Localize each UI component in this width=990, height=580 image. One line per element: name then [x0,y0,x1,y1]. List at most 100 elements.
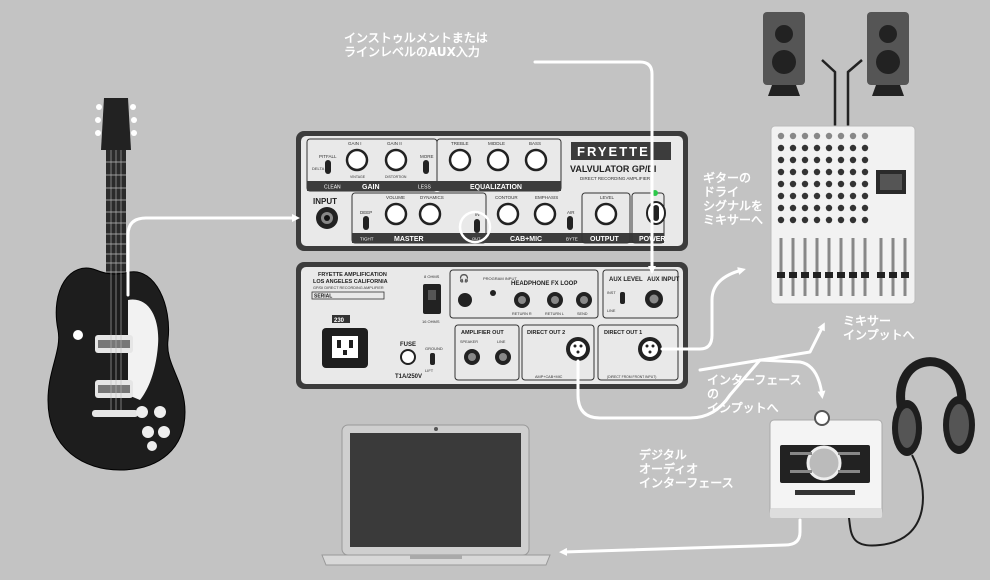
mixer-knob[interactable] [825,156,833,164]
deep-switch[interactable] [363,216,369,230]
label-amplifier-out: AMPLIFIER OUT [461,330,504,336]
mixer-knob[interactable] [813,192,821,200]
mixer-knob[interactable] [861,144,869,152]
mixer-knob[interactable] [837,144,845,152]
mixer-knob[interactable] [813,216,821,224]
mixer-knob[interactable] [777,156,785,164]
mixer-knob[interactable] [789,144,797,152]
mixer-knob[interactable] [789,168,797,176]
mixer-knob[interactable] [813,180,821,188]
dynamics-knob[interactable] [418,202,442,226]
mixer-knob[interactable] [861,132,869,140]
mixer-knob[interactable] [837,180,845,188]
more-switch[interactable] [423,160,429,174]
mixer-knob[interactable] [837,216,845,224]
aux-level-switch[interactable] [620,292,625,304]
label-treble: TREBLE [451,141,469,146]
output-level-knob[interactable] [594,202,618,226]
mixer-knob[interactable] [777,192,785,200]
mixer-fader[interactable] [825,272,833,278]
mixer-fader[interactable] [901,272,909,278]
mixer-knob[interactable] [861,216,869,224]
mixer-knob[interactable] [849,156,857,164]
mixer-knob[interactable] [789,180,797,188]
mixer-knob[interactable] [837,204,845,212]
mixer-fader-track [863,238,867,296]
mixer-knob[interactable] [861,168,869,176]
rear-brand-1: FRYETTE AMPLIFICATION [318,272,387,278]
contour-knob[interactable] [496,202,520,226]
mixer-knob[interactable] [861,192,869,200]
mixer-knob[interactable] [813,144,821,152]
mixer-knob[interactable] [789,216,797,224]
mixer-fader[interactable] [777,272,785,278]
mixer-knob[interactable] [801,216,809,224]
mixer-knob[interactable] [825,180,833,188]
mixer-knob[interactable] [801,132,809,140]
mixer-knob[interactable] [849,216,857,224]
mixer-knob[interactable] [777,180,785,188]
middle-knob[interactable] [486,148,510,172]
mixer-knob[interactable] [825,132,833,140]
mixer-fader[interactable] [889,272,897,278]
gain-i-knob[interactable] [345,148,369,172]
bass-knob[interactable] [524,148,548,172]
mixer-fader[interactable] [849,272,857,278]
mixer-knob[interactable] [849,180,857,188]
mixer-knob[interactable] [801,144,809,152]
mixer-knob[interactable] [813,156,821,164]
label-level: LEVEL [600,195,615,200]
mixer-knob[interactable] [777,144,785,152]
mixer-knob[interactable] [813,204,821,212]
mixer-knob[interactable] [801,168,809,176]
mixer-knob[interactable] [777,168,785,176]
mixer-knob[interactable] [813,168,821,176]
mixer-knob[interactable] [825,168,833,176]
mixer-knob[interactable] [861,156,869,164]
mixer-knob[interactable] [777,132,785,140]
mixer-knob[interactable] [777,216,785,224]
mixer-knob[interactable] [849,132,857,140]
mixer-knob[interactable] [825,216,833,224]
mixer-knob[interactable] [849,168,857,176]
mixer-knob[interactable] [789,156,797,164]
fuse-holder[interactable] [400,349,416,365]
mixer-knob[interactable] [861,180,869,188]
mixer-knob[interactable] [789,192,797,200]
mixer-knob[interactable] [825,204,833,212]
clean-switch[interactable] [325,160,331,174]
mixer-knob[interactable] [801,156,809,164]
gain-ii-knob[interactable] [384,148,408,172]
mixer-knob[interactable] [837,156,845,164]
ground-lift-switch[interactable] [430,353,435,365]
cab-mic-switch[interactable] [474,219,480,233]
mixer-knob[interactable] [849,144,857,152]
emphasis-knob[interactable] [533,202,557,226]
mixer-knob[interactable] [837,132,845,140]
mixer-knob[interactable] [801,192,809,200]
mixer-fader[interactable] [877,272,885,278]
treble-knob[interactable] [448,148,472,172]
headphone-jack[interactable] [458,293,472,307]
air-switch[interactable] [567,216,573,230]
mixer-fader[interactable] [837,272,845,278]
mixer-knob[interactable] [789,204,797,212]
mixer-fader[interactable] [789,272,797,278]
mixer-knob[interactable] [861,204,869,212]
mixer-knob[interactable] [813,132,821,140]
mixer-fader[interactable] [861,272,869,278]
mixer-knob[interactable] [849,192,857,200]
mixer-fader[interactable] [813,272,821,278]
mixer-knob[interactable] [801,180,809,188]
mixer-knob[interactable] [837,192,845,200]
mixer-knob[interactable] [825,144,833,152]
mixer-knob[interactable] [801,204,809,212]
mixer-knob[interactable] [777,204,785,212]
mixer-knob[interactable] [789,132,797,140]
mixer-fader[interactable] [801,272,809,278]
mixer-knob[interactable] [837,168,845,176]
volume-knob[interactable] [384,202,408,226]
mixer-knob[interactable] [849,204,857,212]
mixer-knob[interactable] [825,192,833,200]
program-input-jack[interactable] [490,290,496,296]
